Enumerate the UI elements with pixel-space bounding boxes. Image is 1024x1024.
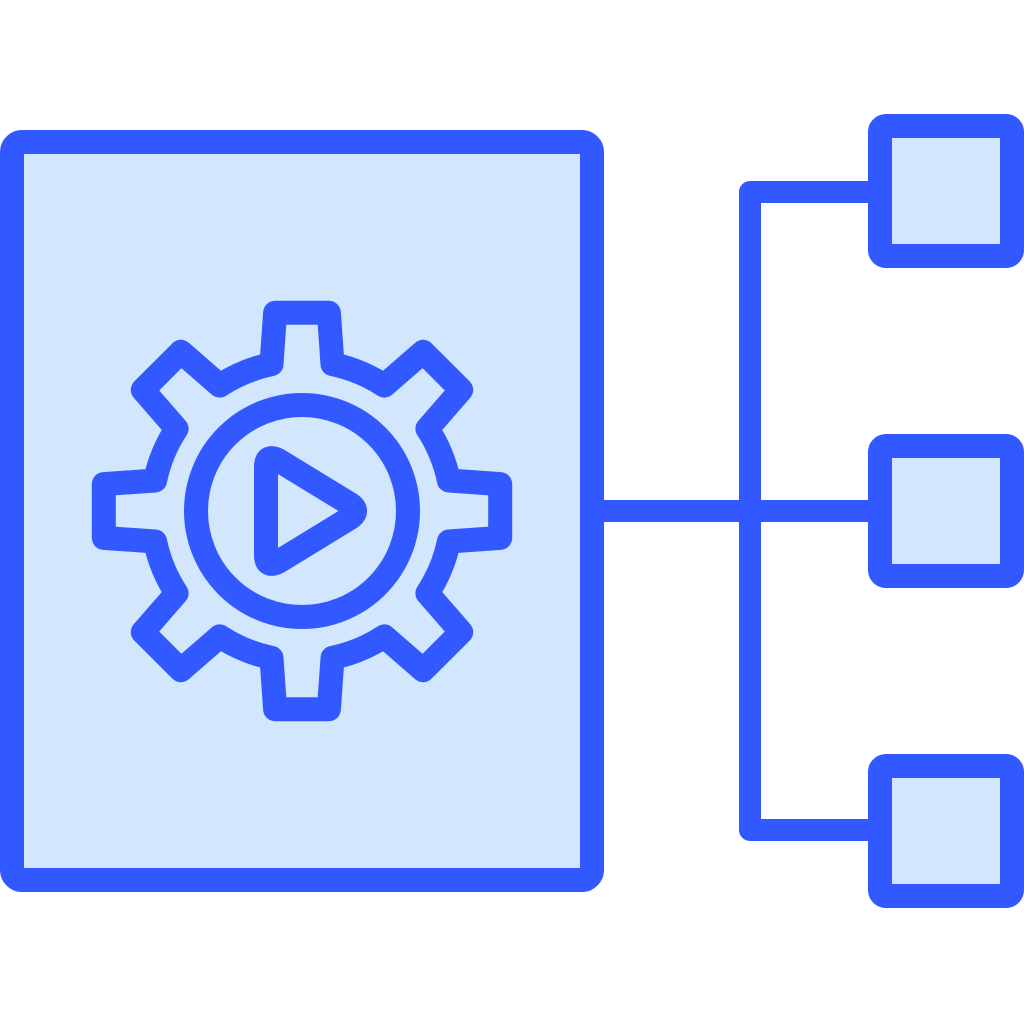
- output-box-bottom: [868, 754, 1024, 908]
- output-box-top: [868, 114, 1024, 268]
- branch-trunk-line: [739, 181, 891, 841]
- gear-inner-circle: [184, 393, 420, 629]
- output-box-middle: [868, 434, 1024, 588]
- connector-lines: [581, 181, 891, 841]
- play-icon: [254, 446, 367, 576]
- gear-icon: [91, 300, 513, 722]
